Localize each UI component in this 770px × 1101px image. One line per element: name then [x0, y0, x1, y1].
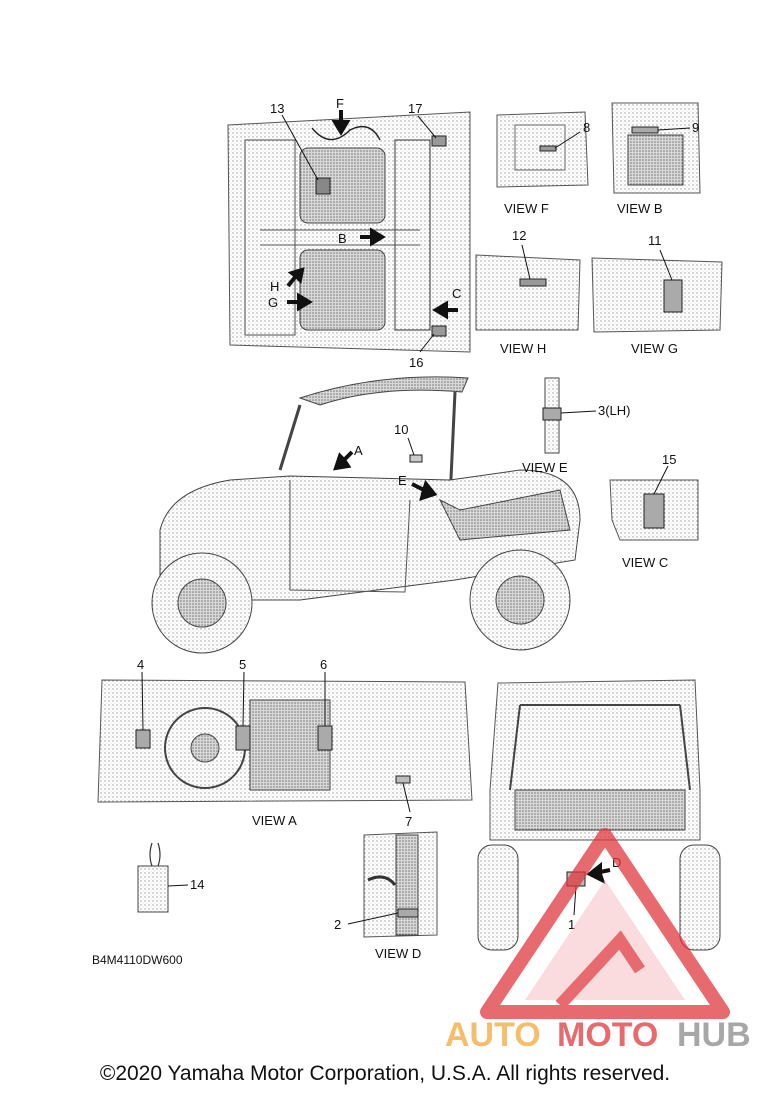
callout-10: 10: [394, 422, 408, 437]
callout-12: 12: [512, 228, 526, 243]
leader-10: [407, 437, 415, 456]
view-c-label: VIEW C: [622, 555, 668, 570]
arrow-a: [333, 450, 354, 471]
automotohub-watermark: AUTO MOTO HUB: [445, 828, 751, 1054]
leader-12: [521, 244, 531, 280]
view-b-label: VIEW B: [617, 201, 663, 216]
arrow-label-e: E: [398, 473, 407, 488]
arrow-label-h: H: [270, 279, 279, 294]
side-view-vehicle: [151, 376, 581, 654]
leader-14: [167, 884, 189, 887]
copyright-footer: ©2020 Yamaha Motor Corporation, U.S.A. A…: [99, 1062, 671, 1085]
arrow-b: [360, 227, 386, 247]
watermark-triangle-logo: [480, 828, 730, 1019]
view-g-label: VIEW G: [631, 341, 678, 356]
callout-7: 7: [405, 814, 412, 829]
arrow-f: [331, 110, 351, 136]
leader-3: [560, 410, 597, 414]
callout-5: 5: [239, 657, 246, 672]
arrow-d: [586, 861, 611, 884]
callout-9: 9: [692, 120, 699, 135]
view-d-label: VIEW D: [375, 946, 421, 961]
watermark-hub: HUB: [677, 1016, 751, 1054]
view-a-label: VIEW A: [252, 813, 297, 828]
view-e-detail: 3(LH) VIEW E: [522, 377, 631, 475]
callout-15: 15: [662, 452, 676, 467]
view-d-detail: 2 VIEW D: [334, 831, 438, 961]
view-c-detail: 15 VIEW C: [609, 452, 699, 570]
arrow-label-f: F: [336, 96, 344, 111]
view-h-label: VIEW H: [500, 341, 546, 356]
drawing-code: B4M4110DW600: [92, 953, 183, 967]
leader-11: [659, 249, 673, 281]
arrow-c: [432, 300, 458, 320]
leader-4: [141, 671, 144, 731]
callout-14: 14: [190, 877, 204, 892]
view-h-detail: 12 VIEW H: [475, 228, 581, 356]
arrow-e: [411, 479, 438, 502]
callout-4: 4: [137, 657, 144, 672]
leader-8: [554, 131, 581, 149]
arrow-label-g: G: [268, 295, 278, 310]
callout-8: 8: [583, 120, 590, 135]
leader-17: [417, 115, 437, 139]
callout-1: 1: [568, 917, 575, 932]
leader-5: [242, 671, 245, 727]
view-f-detail: 8 VIEW F: [496, 111, 590, 216]
callout-17: 17: [408, 101, 422, 116]
arrow-g: [287, 292, 313, 312]
leader-16: [419, 333, 435, 353]
view-f-label: VIEW F: [504, 201, 549, 216]
leader-9: [657, 127, 691, 131]
leader-2: [347, 912, 399, 925]
leader-15: [653, 465, 669, 495]
leader-7: [402, 782, 411, 813]
callout-6: 6: [320, 657, 327, 672]
callout-13: 13: [270, 101, 284, 116]
hang-tag-14: 14: [137, 842, 204, 913]
arrow-label-b: B: [338, 231, 347, 246]
view-g-detail: 11 VIEW G: [591, 233, 723, 356]
callout-3: 3(LH): [598, 403, 631, 418]
leader-13: [281, 114, 319, 181]
rear-view-vehicle: [477, 679, 721, 951]
watermark-auto: AUTO: [445, 1016, 541, 1054]
view-b-detail: 9 VIEW B: [611, 102, 701, 216]
arrow-label-a: A: [354, 443, 363, 458]
arrow-label-c: C: [452, 286, 461, 301]
view-a-detail: 4 5 6 7 VIEW A: [97, 657, 473, 829]
watermark-moto: MOTO: [557, 1016, 658, 1054]
view-e-label: VIEW E: [522, 460, 568, 475]
callout-16: 16: [409, 355, 423, 370]
arrow-h: [286, 267, 305, 288]
callout-11: 11: [648, 233, 662, 248]
callout-2: 2: [334, 917, 341, 932]
top-view-chassis: [227, 111, 471, 353]
